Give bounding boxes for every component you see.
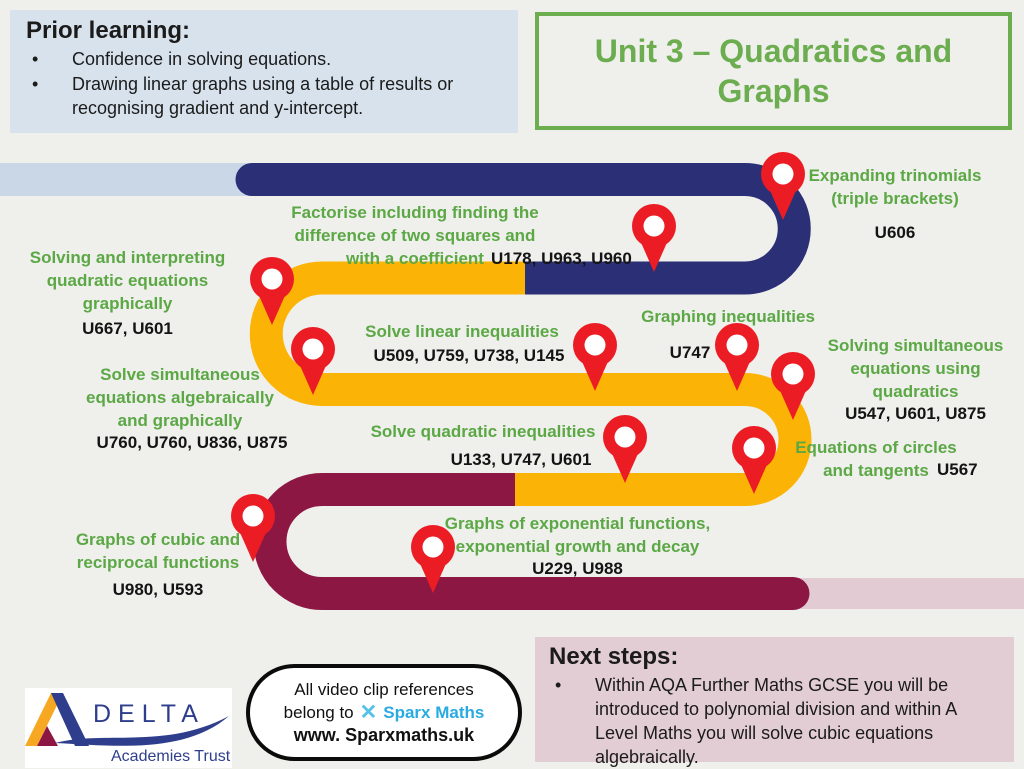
sparx-line1: All video clip references xyxy=(294,680,474,699)
bullet-dot: • xyxy=(555,675,562,695)
map-pin-icon xyxy=(632,204,676,272)
unit-title-box: Unit 3 – Quadratics and Graphs xyxy=(535,12,1012,130)
topic-solving-interpreting-title: Solving and interpreting quadratic equat… xyxy=(29,248,226,313)
prior-learning-bullet: • Drawing linear graphs using a table of… xyxy=(26,72,502,120)
sparx-url: www. Sparxmaths.uk xyxy=(293,725,475,745)
topic-expanding-trinomials-title: Expanding trinomials (triple brackets) xyxy=(808,166,982,208)
delta-triangle-orange xyxy=(25,693,63,746)
map-pin-icon xyxy=(715,323,759,391)
road-segment-navy xyxy=(252,163,811,295)
map-pin-icon xyxy=(291,327,335,395)
topic-solve-simultaneous-codes: U760, U760, U836, U875 xyxy=(96,433,288,452)
topic-solve-linear-ineq-title: Solve linear inequalities xyxy=(365,322,559,341)
delta-triangle-maroon xyxy=(37,726,58,746)
sparx-belong-text: belong to xyxy=(283,703,354,722)
prior-learning-box: Prior learning: • Confidence in solving … xyxy=(10,10,518,133)
bullet-dot: • xyxy=(32,49,39,69)
prior-learning-bullet: • Confidence in solving equations. xyxy=(26,47,502,71)
topic-solving-simul-quadratics-title: Solving simultaneous equations using qua… xyxy=(827,336,1004,401)
sparx-x-icon: ✕ xyxy=(359,701,378,724)
topic-expanding-trinomials-codes: U606 xyxy=(874,223,916,242)
road-exit-faded-bar xyxy=(768,578,1024,609)
map-pin-icon xyxy=(411,525,455,593)
topic-solve-quadratic-ineq-codes: U133, U747, U601 xyxy=(450,450,592,469)
delta-sub: Academies Trust xyxy=(111,748,231,765)
sparx-attribution-box: All video clip references belong to ✕ Sp… xyxy=(246,664,522,761)
map-pin-icon xyxy=(603,415,647,483)
map-pin-icon xyxy=(771,352,815,420)
topic-factorise-codes: U178, U963, U960 xyxy=(491,249,632,268)
next-steps-bullet: • Within AQA Further Maths GCSE you will… xyxy=(549,673,1000,769)
topic-factorise-title: Factorise including finding the differen… xyxy=(291,203,539,268)
next-steps-box: Next steps: • Within AQA Further Maths G… xyxy=(535,637,1014,767)
topic-equations-circles-codes: U567 xyxy=(937,460,978,479)
bullet-dot: • xyxy=(32,74,39,94)
map-pin-icon xyxy=(250,257,294,325)
road-segment-maroon xyxy=(253,473,793,610)
map-pin-icon xyxy=(573,323,617,391)
delta-logo: DELTA Academies Trust xyxy=(25,688,232,768)
topic-exponential-title: Graphs of exponential functions, exponen… xyxy=(444,514,711,556)
sparx-brand-name: Sparx Maths xyxy=(383,703,485,722)
delta-swoosh xyxy=(55,716,229,746)
topic-exponential-codes: U229, U988 xyxy=(532,559,623,578)
sparx-line2: belong to ✕ Sparx Maths xyxy=(284,701,485,724)
map-pin-icon xyxy=(761,152,805,220)
delta-triangle-navy xyxy=(51,693,89,746)
road-entry-faded-bar xyxy=(0,163,255,196)
road-maroon-end-cap xyxy=(776,577,810,610)
map-pin-icon xyxy=(231,494,275,562)
topic-solving-simul-quadratics-codes: U547, U601, U875 xyxy=(845,404,986,423)
map-pin-icon xyxy=(732,426,776,494)
topic-cubic-reciprocal-codes: U980, U593 xyxy=(112,580,204,599)
topic-solving-interpreting-codes: U667, U601 xyxy=(82,319,173,338)
next-steps-title: Next steps: xyxy=(549,643,679,670)
delta-logo-graphic: DELTA Academies Trust xyxy=(25,693,231,765)
topic-solve-linear-ineq-codes: U509, U759, U738, U145 xyxy=(373,346,565,365)
topic-solve-quadratic-ineq-title: Solve quadratic inequalities xyxy=(370,422,596,441)
topic-graphing-ineq-title: Graphing inequalities xyxy=(641,307,815,326)
unit-title: Unit 3 – Quadratics and Graphs xyxy=(594,33,953,109)
topic-solve-simultaneous-title: Solve simultaneous equations algebraical… xyxy=(85,365,274,430)
topic-cubic-reciprocal-title: Graphs of cubic and reciprocal functions xyxy=(75,530,241,572)
prior-learning-title: Prior learning: xyxy=(26,17,191,44)
topic-equations-circles-title: Equations of circles and tangents xyxy=(795,438,957,480)
topic-graphing-ineq-codes: U747 xyxy=(669,343,711,362)
delta-name: DELTA xyxy=(93,700,205,728)
